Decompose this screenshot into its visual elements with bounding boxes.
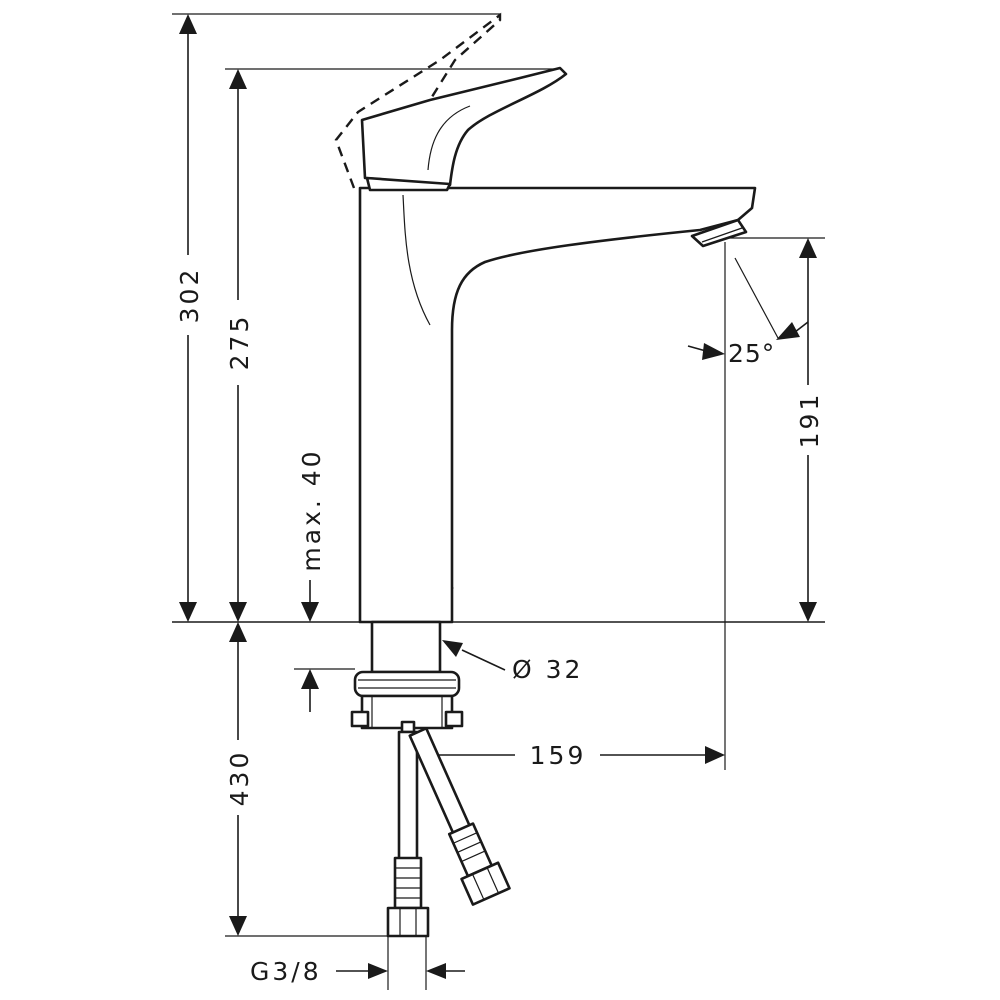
body-contour	[402, 194, 431, 326]
dim-159: 159	[412, 741, 725, 770]
mounting-gasket	[353, 670, 461, 698]
dim-g38: G3/8	[250, 957, 465, 986]
lever-open-dashed	[334, 12, 502, 189]
dim-302: 302	[175, 14, 204, 622]
dim-diameter-32-label: Ø 32	[512, 655, 583, 684]
mounting-bracket	[350, 694, 464, 734]
lever-contour	[427, 105, 471, 171]
dim-g38-label: G3/8	[250, 957, 322, 986]
dim-diameter-32: Ø 32	[442, 640, 583, 684]
dim-spray-angle-label: 25°	[728, 339, 775, 368]
dim-max-40-label: max. 40	[297, 448, 326, 571]
dim-gasket-arrow	[301, 669, 319, 712]
lever-handle	[360, 66, 568, 187]
shank	[370, 620, 442, 674]
faucet-body	[358, 186, 757, 624]
dim-191-label: 191	[795, 392, 824, 449]
lever-collar	[365, 176, 452, 192]
dim-430: 430	[225, 622, 254, 936]
aerator	[690, 218, 748, 248]
dim-302-label: 302	[175, 267, 204, 324]
dim-275: 275	[225, 69, 254, 622]
hose-angled	[408, 727, 511, 906]
hose-straight	[386, 730, 430, 938]
dim-430-label: 430	[225, 750, 254, 807]
dim-spray-angle: 25°	[687, 257, 809, 368]
dim-275-label: 275	[225, 314, 254, 371]
dim-159-label: 159	[530, 741, 587, 770]
dim-191: 191	[795, 238, 824, 622]
dim-max-40: max. 40	[297, 448, 326, 622]
